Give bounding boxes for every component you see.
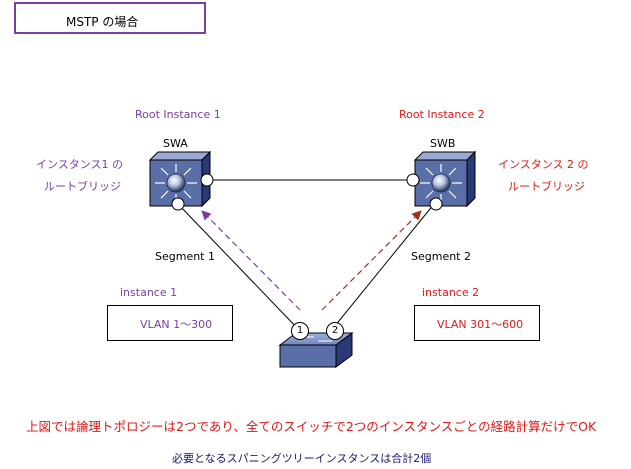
port-2-marker: 2	[326, 322, 344, 340]
port-2-label: 2	[331, 325, 339, 336]
vlan-range-1: VLAN 1～300	[140, 318, 213, 331]
swa-port-right	[200, 173, 214, 187]
root1-desc-line1: インスタンス1 の	[36, 158, 124, 171]
swa-label: SWA	[163, 137, 188, 150]
swb-port-bottom	[429, 197, 443, 211]
port-1-marker: 1	[291, 322, 309, 340]
root1-desc-line2: ルートブリッジ	[44, 180, 121, 193]
vlan-range-2: VLAN 301～600	[437, 318, 524, 331]
swa-port-bottom	[171, 197, 185, 211]
vlan-box-1: VLAN 1～300	[107, 305, 233, 341]
root2-desc-line1: インスタンス 2 の	[498, 158, 589, 171]
access-switch-icon	[278, 332, 354, 368]
caption-red: 上図では論理トポロジーは2つであり、全てのスイッチで2つのインスタンスごとの経路…	[26, 419, 597, 434]
vlan-box-2: VLAN 301～600	[414, 305, 540, 341]
instance2-path-arrow	[321, 210, 422, 311]
segment-2-label: Segment 2	[411, 250, 471, 263]
segment1-link	[177, 203, 302, 333]
port-1-label: 1	[296, 325, 304, 336]
swb-port-left	[406, 173, 420, 187]
swb-label: SWB	[430, 137, 456, 150]
root-instance-2-label: Root Instance 2	[399, 108, 485, 121]
instance-2-label: instance 2	[422, 286, 480, 299]
title-box: MSTP の場合	[14, 2, 206, 34]
segment2-link	[329, 203, 435, 333]
root2-desc-line2: ルートブリッジ	[508, 180, 585, 193]
instance1-path-arrow	[201, 210, 301, 311]
instance-1-label: instance 1	[120, 286, 178, 299]
caption-blue: 必要となるスパニングツリーインスタンスは合計2個	[172, 452, 432, 465]
page-title: MSTP の場合	[66, 15, 139, 29]
swb-switch-icon	[413, 150, 477, 208]
segment-1-label: Segment 1	[155, 250, 215, 263]
root-instance-1-label: Root Instance 1	[135, 108, 221, 121]
